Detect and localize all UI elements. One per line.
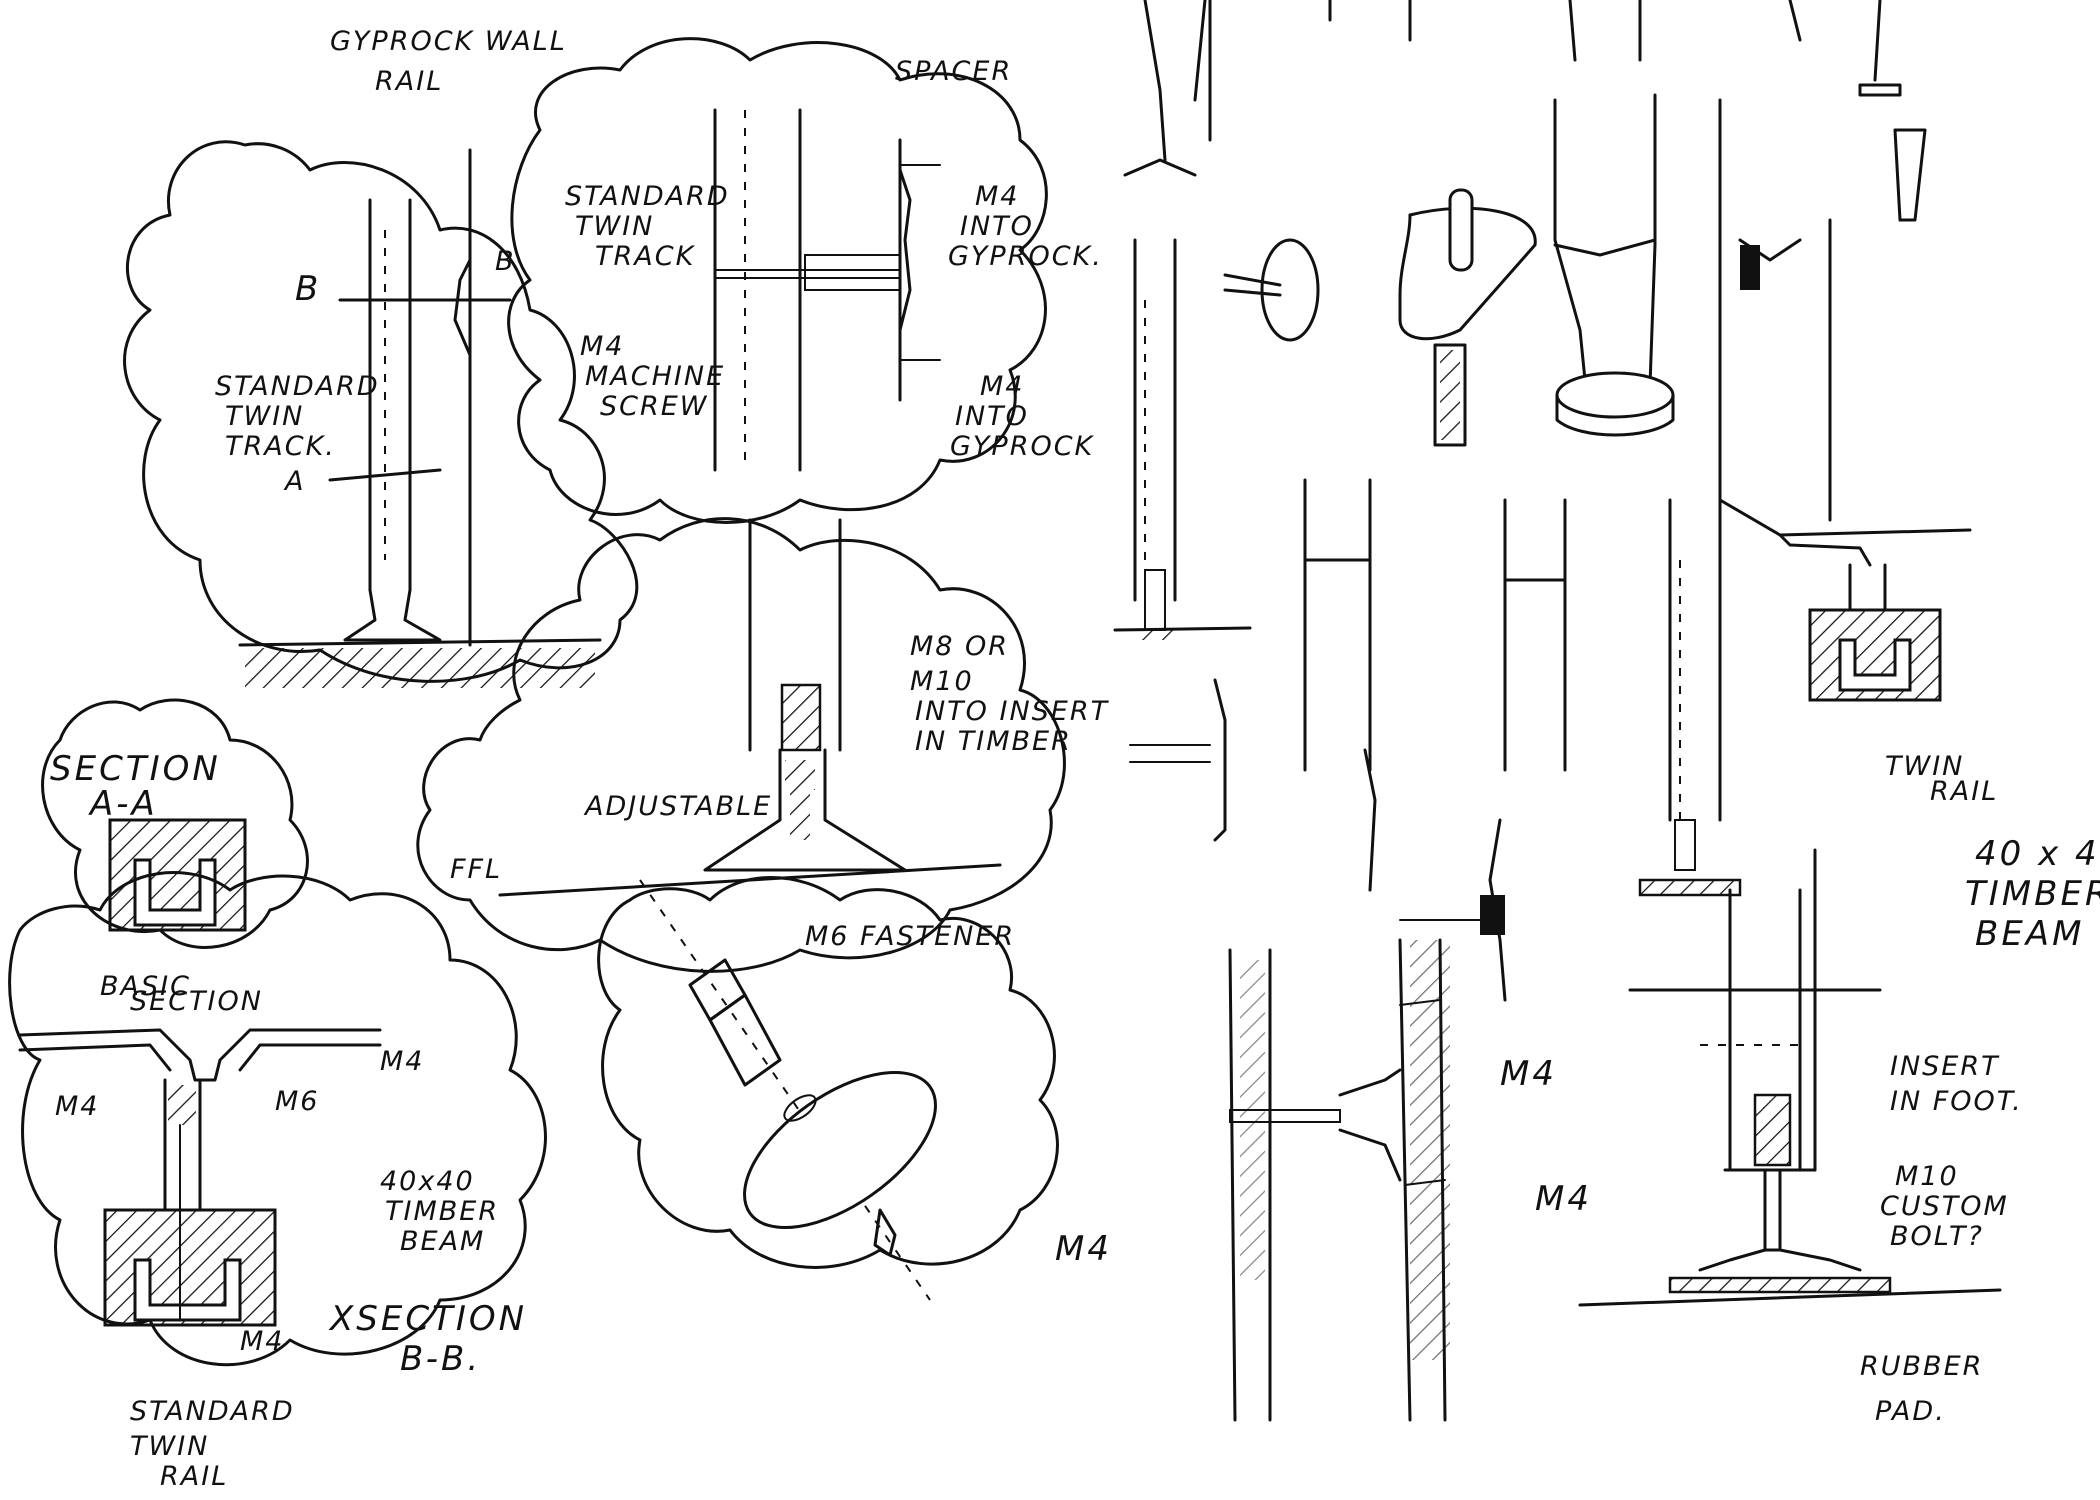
m4-gyprock-top-1: M4 — [975, 181, 1019, 212]
m4-right-label: M4 — [380, 1046, 424, 1077]
gyprock-title-2: RAIL — [375, 66, 443, 97]
spacer-label: SPACER — [895, 56, 1012, 87]
xsection-label-2: B-B. — [400, 1339, 481, 1379]
m4-machine-2: MACHINE — [585, 361, 725, 392]
std-twin-rail-3: RAIL — [160, 1461, 228, 1492]
rubber-pad-label-1: RUBBER — [1860, 1351, 1983, 1382]
m10-bolt-label-3: BOLT? — [1890, 1221, 1984, 1252]
cloud-exploded-foot — [597, 876, 1059, 1301]
a-mark: A — [283, 466, 305, 497]
cloud-section-aa — [41, 698, 309, 949]
m8-label-2: M10 — [910, 666, 974, 697]
m8-label-1: M8 OR — [910, 631, 1009, 662]
timber-beam-right-2: TIMBER — [1965, 874, 2100, 914]
std-twin-track-label-2: TWIN — [225, 401, 304, 432]
timber-beam-left-2: TIMBER — [385, 1196, 499, 1227]
std-twin-track-top-2: TWIN — [575, 211, 654, 242]
b-right-mark: B — [495, 246, 516, 277]
twin-rail-label-1: TWIN — [1885, 751, 1964, 782]
insert-foot-label-2: IN FOOT. — [1890, 1086, 2023, 1117]
b-left-mark: B — [295, 269, 321, 309]
m4-mid-left-label: M4 — [1055, 1229, 1112, 1269]
ffl-label: FFL — [450, 854, 502, 885]
m4-machine-1: M4 — [580, 331, 624, 362]
m6-fastener-label: M6 FASTENER — [805, 921, 1015, 952]
timber-beam-left-1: 40x40 — [380, 1166, 475, 1197]
gyprock-title: GYPROCK WALL — [330, 26, 567, 57]
rubber-pad-label-2: PAD. — [1875, 1396, 1946, 1427]
m4-left-label: M4 — [55, 1091, 99, 1122]
std-twin-track-top-1: STANDARD — [565, 181, 730, 212]
section-aa-label-2: A-A — [88, 784, 158, 824]
m10-bolt-label-2: CUSTOM — [1880, 1191, 2009, 1222]
basic-section-2: SECTION — [130, 986, 263, 1017]
basic-section-1: BASIC — [100, 971, 191, 1002]
cloud-spacer-detail — [507, 37, 1048, 524]
section-aa-label-1: SECTION — [50, 749, 221, 789]
timber-beam-right-3: BEAM — [1975, 914, 2084, 954]
insert-foot-label-1: INSERT — [1890, 1051, 2000, 1082]
m4-gyprock-bot-3: GYPROCK — [950, 431, 1095, 462]
m4-bottom-label: M4 — [240, 1326, 284, 1357]
m4-mid-bot-label: M4 — [1535, 1179, 1592, 1219]
m4-mid-top-label: M4 — [1500, 1054, 1557, 1094]
m4-machine-3: SCREW — [600, 391, 709, 422]
std-twin-track-label-3: TRACK. — [225, 431, 336, 462]
xsection-label-1: XSECTION — [328, 1299, 527, 1339]
m4-gyprock-top-2: INTO — [960, 211, 1034, 242]
m4-gyprock-bot-2: INTO — [955, 401, 1029, 432]
m6-left-label: M6 — [275, 1086, 319, 1117]
std-twin-rail-2: TWIN — [130, 1431, 209, 1462]
m8-label-4: IN TIMBER — [915, 726, 1072, 757]
cloud-basic-section — [8, 871, 547, 1367]
m10-bolt-label-1: M10 — [1895, 1161, 1959, 1192]
m4-gyprock-bot-1: M4 — [980, 371, 1024, 402]
m4-gyprock-top-3: GYPROCK. — [948, 241, 1103, 272]
timber-beam-left-3: BEAM — [400, 1226, 485, 1257]
cloud-adjustable-foot — [416, 517, 1066, 973]
leg-sketches-right — [1113, 0, 2002, 1422]
m8-label-3: INTO INSERT — [915, 696, 1110, 727]
std-twin-rail-1: STANDARD — [130, 1396, 295, 1427]
cloud-gyprock-wall-rail — [123, 140, 639, 688]
adjustable-label: ADJUSTABLE — [583, 791, 772, 822]
std-twin-track-top-3: TRACK — [595, 241, 696, 272]
timber-beam-right-1: 40 x 40 — [1975, 834, 2100, 874]
std-twin-track-label-1: STANDARD — [215, 371, 380, 402]
twin-rail-label-2: RAIL — [1930, 776, 1998, 807]
